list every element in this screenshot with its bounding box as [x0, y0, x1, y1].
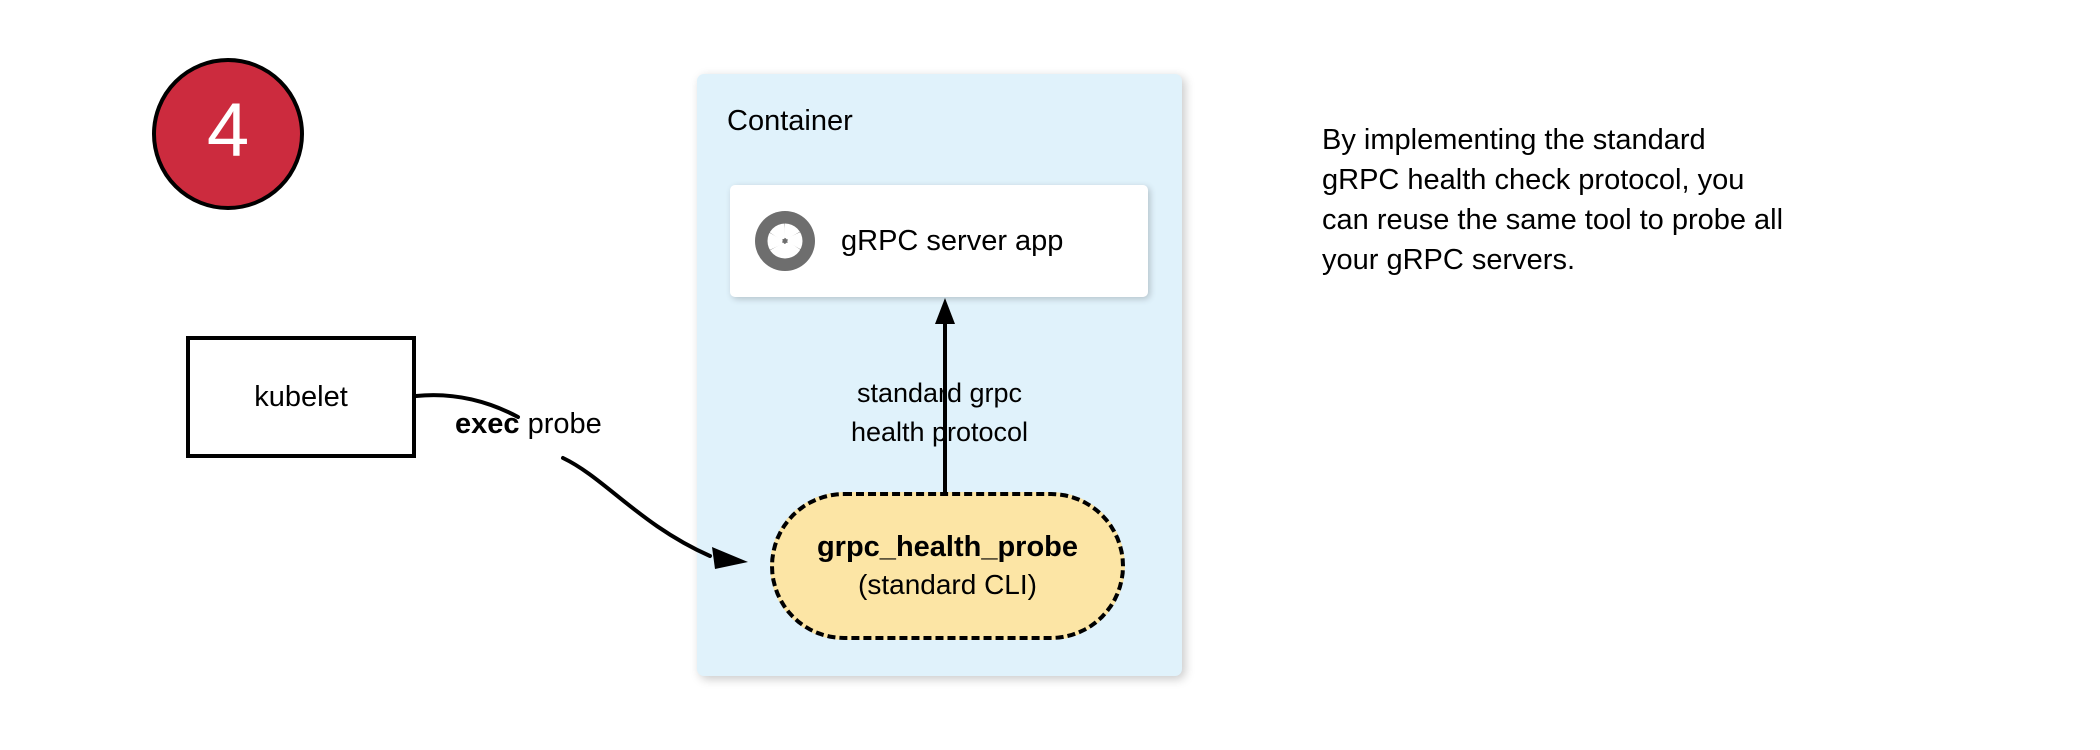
kubelet-label: kubelet — [254, 380, 348, 413]
exec-probe-label-bold: exec — [455, 408, 520, 440]
grpc-health-probe-subtitle: (standard CLI) — [858, 569, 1037, 600]
grpc-health-probe-node: grpc_health_probe (standard CLI) — [770, 492, 1125, 640]
kubelet-node: kubelet — [186, 336, 416, 458]
step-number-label: 4 — [206, 88, 250, 173]
exec-probe-label: exec probe — [455, 410, 602, 439]
explanation-note-line3: can reuse the same tool to probe all — [1322, 204, 1784, 236]
grpc-server-app-card: gRPC server app — [730, 185, 1148, 297]
standard-protocol-arrow-icon — [935, 298, 955, 496]
explanation-note-line2: gRPC health check protocol, you — [1322, 164, 1745, 196]
grpc-server-app-label: gRPC server app — [841, 224, 1064, 257]
grpc-logo-icon — [755, 211, 815, 271]
explanation-note: By implementing the standard gRPC health… — [1322, 120, 1922, 280]
container-label: Container — [727, 105, 853, 137]
step-number-badge: 4 — [152, 58, 304, 210]
explanation-note-line4: your gRPC servers. — [1322, 244, 1576, 276]
grpc-health-probe-title: grpc_health_probe — [816, 531, 1079, 563]
exec-probe-arrow-icon — [414, 393, 748, 569]
explanation-note-line1: By implementing the standard — [1322, 124, 1706, 156]
exec-probe-label-rest: probe — [519, 408, 602, 440]
